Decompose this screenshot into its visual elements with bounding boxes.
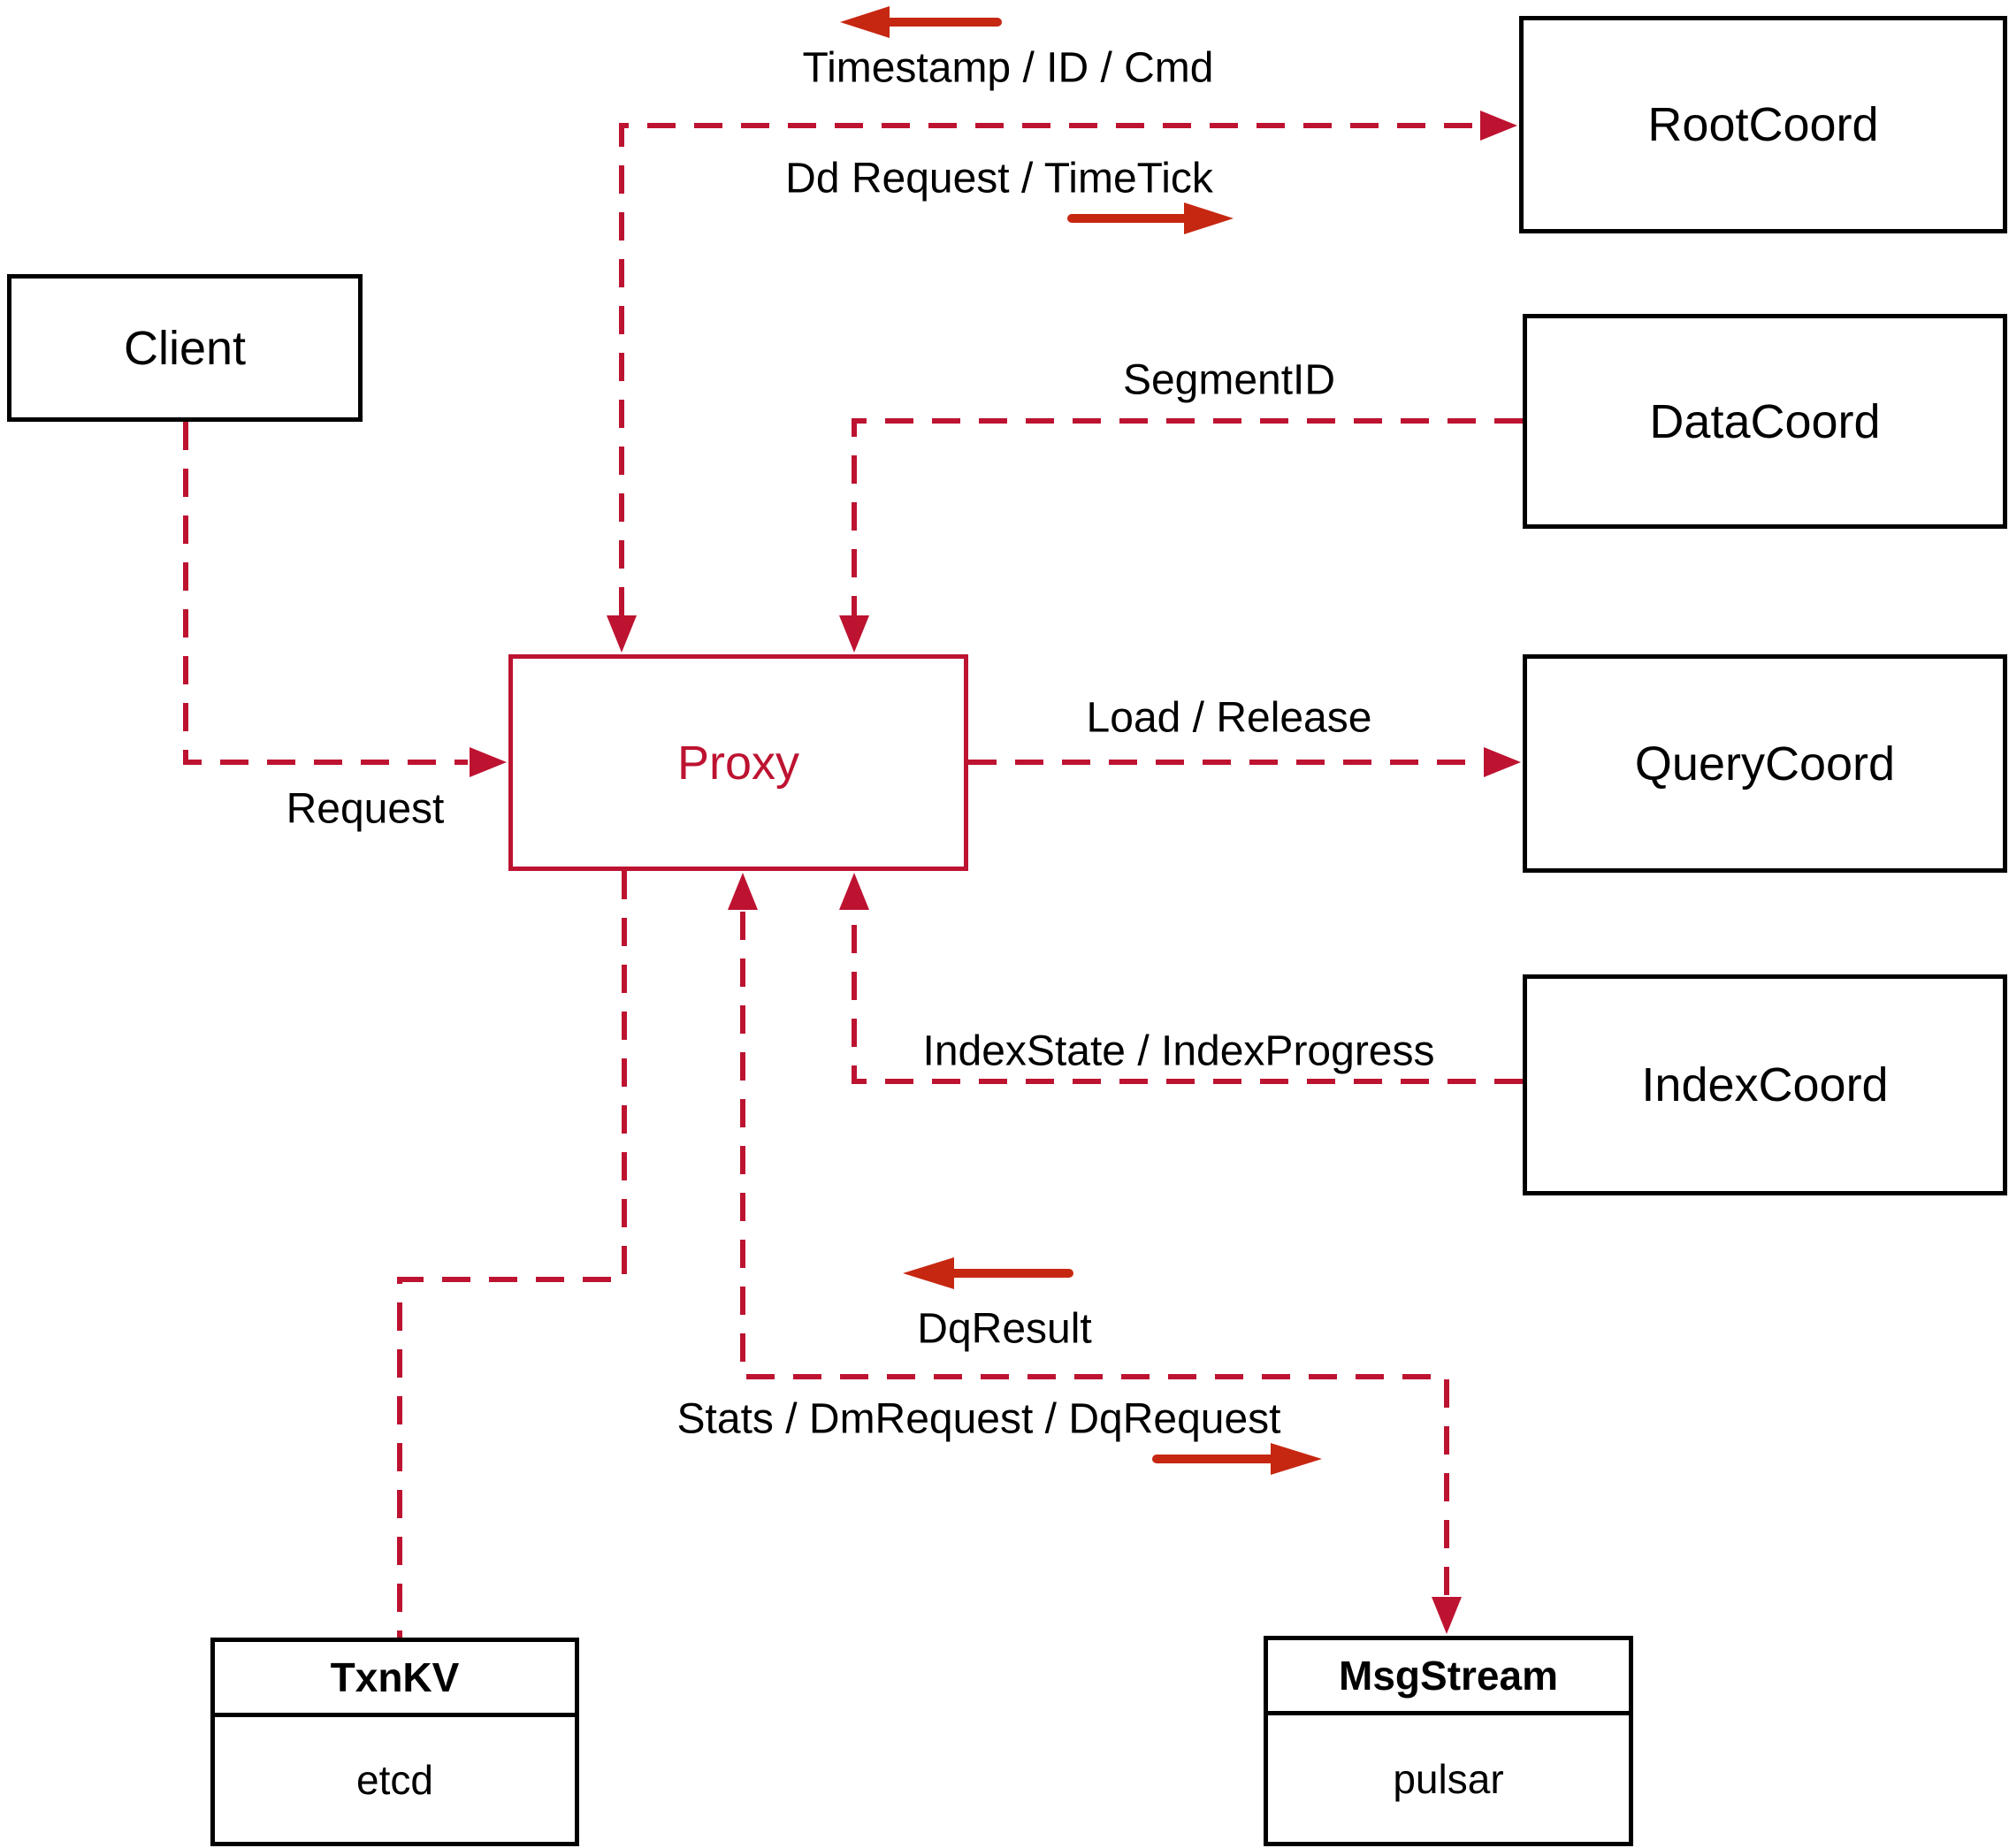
- msgstream-impl: pulsar: [1393, 1755, 1504, 1802]
- client-proxy-line: [183, 422, 468, 765]
- arrowhead-into-querycoord-icon: [1484, 747, 1521, 777]
- edge-label-request: Request: [286, 785, 445, 833]
- arrowhead-into-rootcoord-icon: [1480, 111, 1517, 141]
- client-node: Client: [7, 274, 363, 422]
- arrowhead-into-proxy-bottom-left-icon: [728, 873, 758, 910]
- txnkv-impl: etcd: [356, 1756, 433, 1803]
- arrowhead-into-proxy-left-icon: [470, 747, 507, 777]
- right-arrow-dd-request-icon: [1067, 202, 1234, 234]
- msgstream-title: MsgStream: [1268, 1640, 1629, 1715]
- txnkv-title: TxnKV: [215, 1642, 575, 1717]
- edge-label-dq-result: DqResult: [917, 1305, 1092, 1353]
- indexcoord-proxy-line: [852, 912, 1523, 1084]
- querycoord-node: QueryCoord: [1523, 654, 2007, 873]
- edge-label-load-release: Load / Release: [1086, 694, 1372, 742]
- datacoord-proxy-line: [852, 418, 1523, 615]
- edge-label-dd-request: Dd Request / TimeTick: [785, 155, 1213, 202]
- proxy-label: Proxy: [676, 736, 800, 790]
- msgstream-node: MsgStream pulsar: [1264, 1636, 1633, 1846]
- edge-label-segment-id: SegmentID: [1122, 356, 1336, 404]
- right-arrow-stats-icon: [1152, 1443, 1322, 1475]
- arrowhead-into-proxy-top-left-icon: [607, 615, 637, 653]
- proxy-node: Proxy: [508, 654, 968, 871]
- left-arrow-dq-result-icon: [903, 1257, 1073, 1289]
- edge-label-stats: Stats / DmRequest / DqRequest: [676, 1395, 1281, 1443]
- client-label: Client: [123, 321, 247, 375]
- datacoord-label: DataCoord: [1649, 394, 1881, 448]
- proxy-txnkv-line: [397, 871, 627, 1638]
- arrowhead-into-proxy-top-right-icon: [839, 615, 869, 653]
- edge-label-timestamp: Timestamp / ID / Cmd: [802, 44, 1214, 92]
- indexcoord-node: IndexCoord: [1523, 974, 2007, 1195]
- rootcoord-node: RootCoord: [1519, 16, 2007, 233]
- edge-label-index-state: IndexState / IndexProgress: [922, 1027, 1435, 1075]
- rootcoord-label: RootCoord: [1647, 98, 1879, 151]
- proxy-rootcoord-line: [619, 123, 1478, 615]
- indexcoord-label: IndexCoord: [1641, 1058, 1889, 1111]
- arrowhead-into-proxy-bottom-right-icon: [839, 873, 869, 910]
- querycoord-label: QueryCoord: [1634, 737, 1896, 790]
- left-arrow-timestamp-icon: [840, 6, 1002, 38]
- txnkv-node: TxnKV etcd: [210, 1638, 579, 1846]
- arrowhead-into-msgstream-icon: [1432, 1597, 1462, 1634]
- proxy-msgstream-line: [740, 912, 1449, 1595]
- datacoord-node: DataCoord: [1523, 314, 2007, 529]
